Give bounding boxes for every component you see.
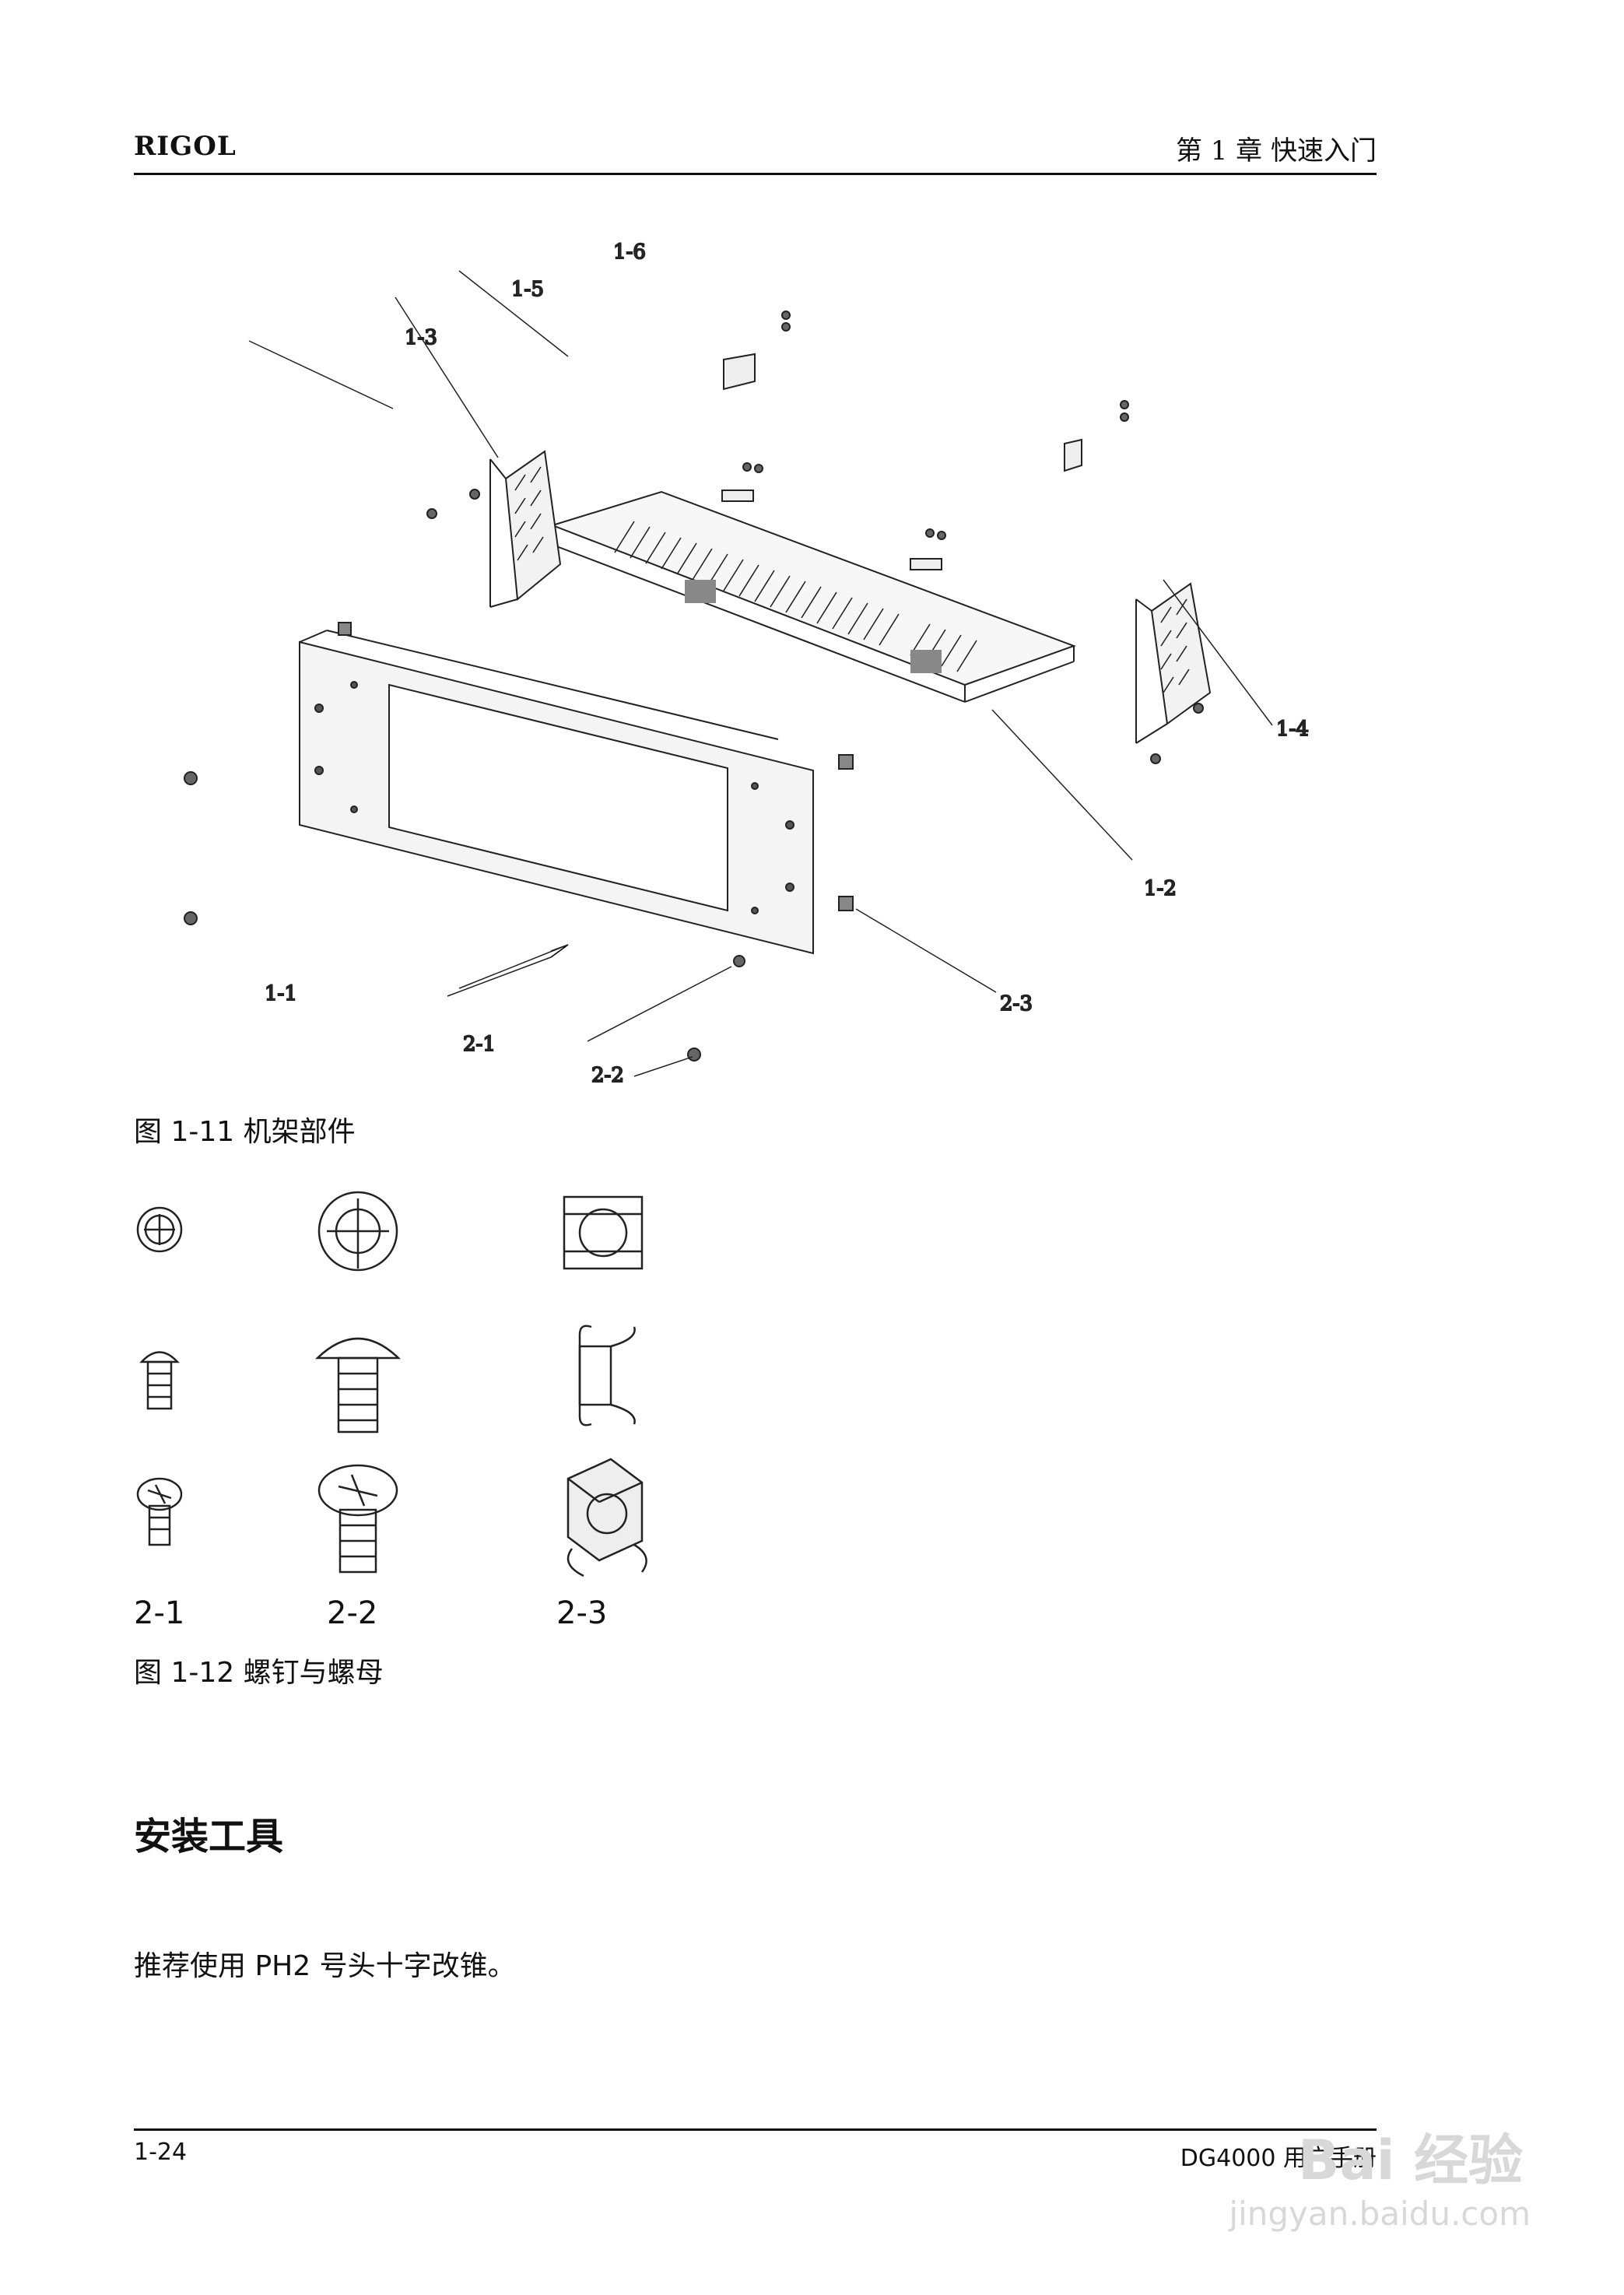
callout-1-6: 1-6 <box>613 240 646 264</box>
nut-2-3-iso-icon <box>566 1458 647 1577</box>
nut-2-3-side-icon <box>578 1325 636 1426</box>
manual-title: DG4000 用户手册 <box>1180 2145 1377 2172</box>
watermark-url: jingyan.baidu.com <box>1229 2195 1531 2233</box>
screws-nuts-figure <box>136 1191 647 1577</box>
label-2-3: 2-3 <box>556 1595 608 1631</box>
screw-2-2-top-icon <box>317 1191 398 1272</box>
label-2-1: 2-1 <box>134 1595 185 1631</box>
footer-divider <box>134 2128 1377 2131</box>
brand-logo: RIGOL <box>134 131 237 162</box>
screw-2-1-iso-icon <box>136 1477 183 1546</box>
figure-caption-screws: 图 1-12 螺钉与螺母 <box>134 1657 384 1689</box>
screw-2-2-iso-icon <box>317 1464 398 1574</box>
callout-2-2: 2-2 <box>591 1064 624 1087</box>
section-paragraph: 推荐使用 PH2 号头十字改锥。 <box>134 1950 516 1982</box>
callout-1-3: 1-3 <box>405 326 437 349</box>
front-panel-part <box>299 630 814 955</box>
chapter-title: 第 1 章 快速入门 <box>1175 135 1377 167</box>
callout-1-5: 1-5 <box>511 278 544 301</box>
right-bracket-part <box>1135 582 1212 744</box>
callout-1-4: 1-4 <box>1276 718 1309 741</box>
label-2-2: 2-2 <box>327 1595 378 1631</box>
screw-2-2-side-icon <box>314 1337 402 1433</box>
left-bracket-part <box>489 450 562 608</box>
screw-2-1-top-icon <box>136 1206 183 1253</box>
screw-2-1-side-icon <box>139 1351 180 1410</box>
callout-1-1: 1-1 <box>265 982 297 1005</box>
header-divider <box>134 173 1377 175</box>
page-number: 1-24 <box>134 2139 188 2166</box>
callout-1-2: 1-2 <box>1144 877 1177 900</box>
leader-lines <box>248 270 1273 1077</box>
section-heading: 安装工具 <box>134 1815 284 1858</box>
callout-2-3: 2-3 <box>1000 992 1033 1016</box>
callout-2-1: 2-1 <box>463 1033 496 1056</box>
nut-2-3-top-icon <box>563 1195 644 1270</box>
watermark-logo: Bai 经验 <box>1298 2128 1523 2192</box>
rack-exploded-diagram: 1-1 1-2 1-3 1-4 1-5 1-6 2-1 2-2 2-3 <box>184 240 1310 1088</box>
tray-part <box>549 490 1076 703</box>
figure-caption-rack: 图 1-11 机架部件 <box>134 1116 356 1148</box>
small-hardware <box>184 311 1204 1062</box>
